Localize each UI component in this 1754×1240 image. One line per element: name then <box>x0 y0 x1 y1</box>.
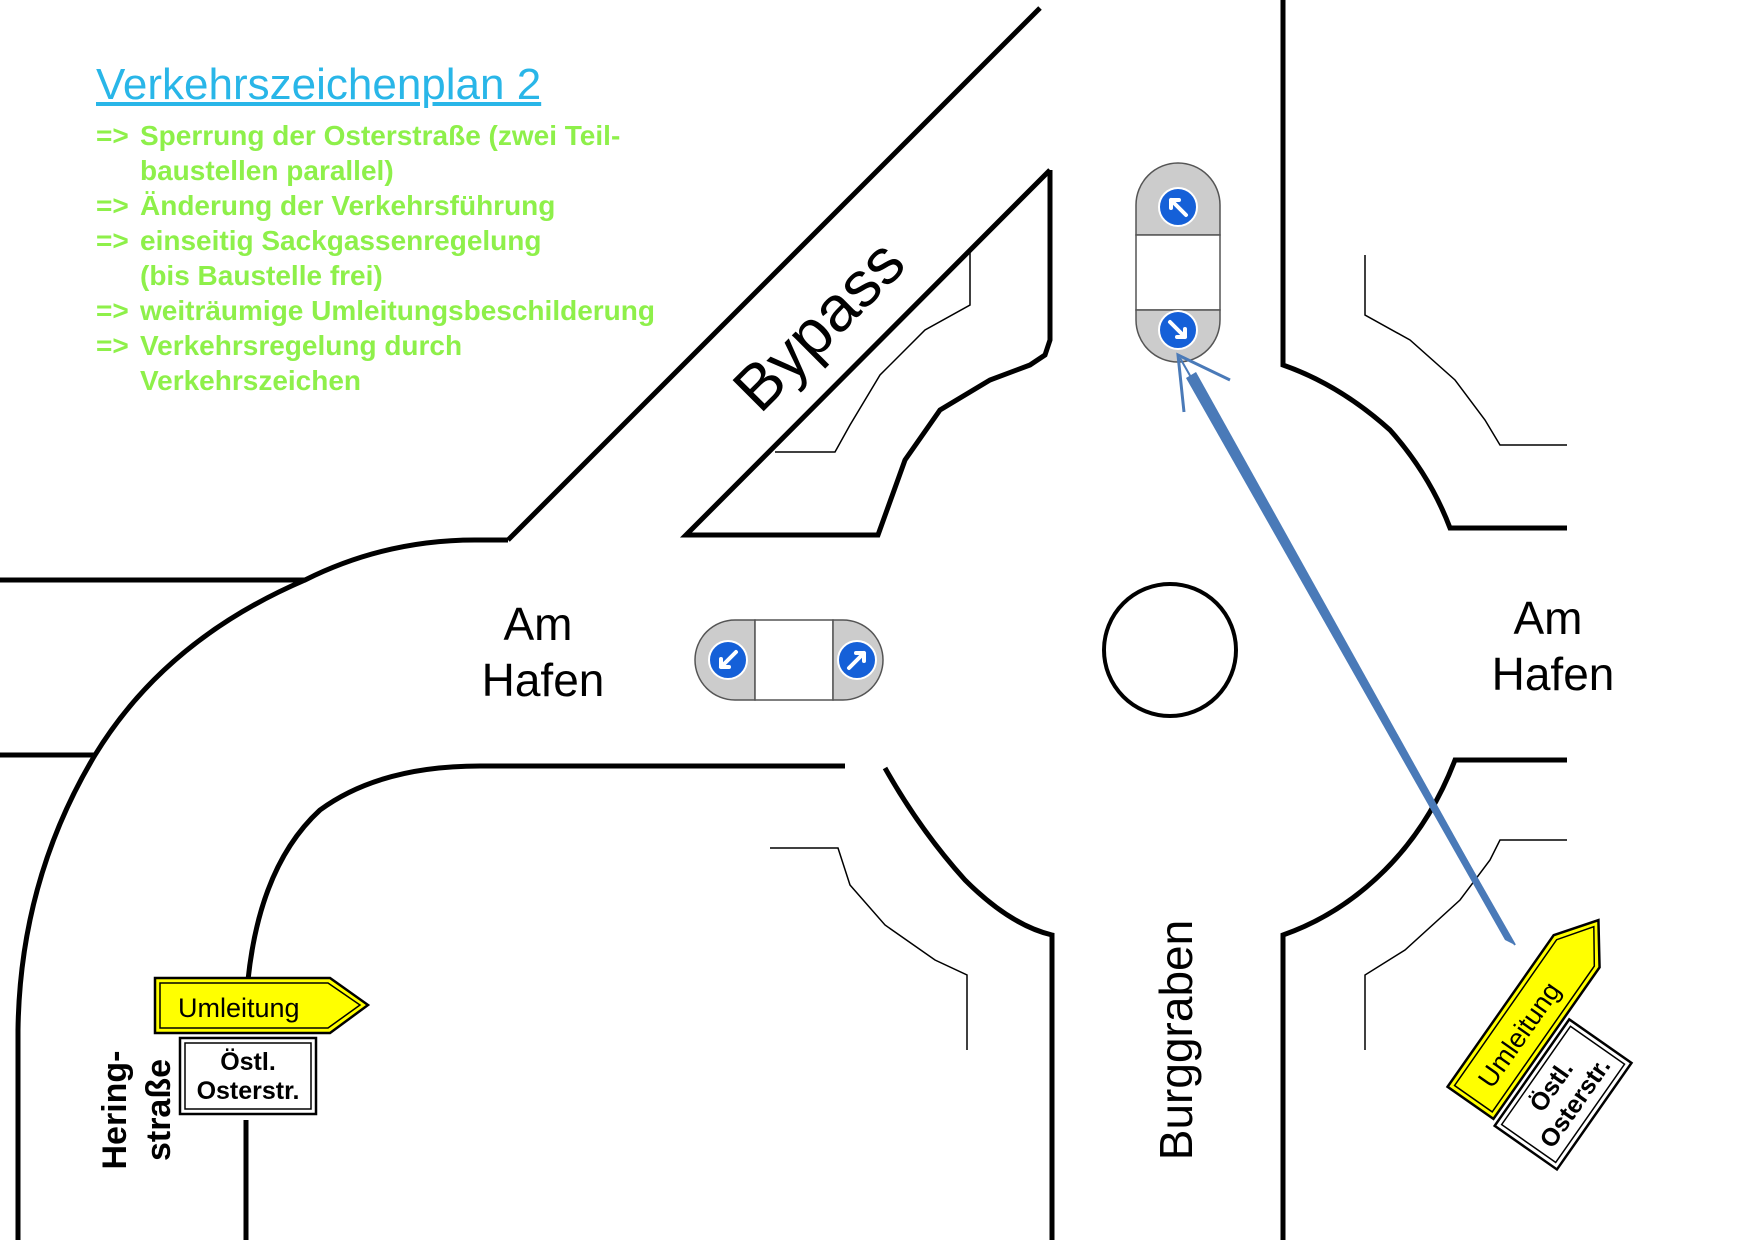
lower-right-inner-curb <box>1364 839 1567 1050</box>
detour-sign-west: Umleitung Östl. Osterstr. <box>153 976 371 1116</box>
legend-marker: => <box>96 225 129 256</box>
legend-text: baustellen parallel) <box>140 155 394 186</box>
legend-item-continued: (bis Baustelle frei) <box>96 258 655 293</box>
legend-item: => Sperrung der Osterstraße (zwei Teil- <box>96 118 655 153</box>
bypass-edge-inner <box>679 168 1053 538</box>
street-name-am-hafen-west-line2: Hafen <box>482 654 605 706</box>
legend-text: Sperrung der Osterstraße (zwei Teil- <box>140 120 621 151</box>
street-name-am-hafen-east-line1: Am <box>1514 592 1583 644</box>
upper-right-inner-curb <box>1364 255 1567 446</box>
street-name-burggraben: Burggraben <box>1150 920 1202 1160</box>
legend: Verkehrszeichenplan 2 => Sperrung der Ost… <box>96 60 655 398</box>
legend-marker: => <box>96 330 129 361</box>
route-arrow-icon <box>1176 352 1516 946</box>
legend-item: => weiträumige Umleitungsbeschilderung <box>96 293 655 328</box>
legend-text: Verkehrsregelung durch <box>140 330 463 361</box>
burggraben-east-edge <box>1280 757 1567 1240</box>
legend-item-continued: Verkehrszeichen <box>96 363 655 398</box>
street-name-heringstrasse-line1: Hering- <box>96 1051 134 1170</box>
upper-right-edge <box>1280 0 1567 531</box>
street-name-am-hafen-west-line1: Am <box>504 598 573 650</box>
keep-right-sign-icon <box>837 640 877 680</box>
traffic-island-west <box>694 619 884 701</box>
burggraben-west-edge <box>882 766 1055 1240</box>
keep-left-sign-icon <box>1158 187 1198 227</box>
legend-item: => einseitig Sackgassenregelung <box>96 223 655 258</box>
keep-right-sign-icon <box>1158 310 1198 350</box>
legend-title: Verkehrszeichenplan 2 <box>96 60 542 109</box>
legend-text: Änderung der Verkehrsführung <box>140 190 556 221</box>
detour-target-line1: Östl. <box>220 1047 276 1076</box>
street-name-am-hafen-east-line2: Hafen <box>1492 648 1615 700</box>
legend-text: weiträumige Umleitungsbeschilderung <box>140 295 655 326</box>
legend-marker: => <box>96 190 129 221</box>
street-name-bypass: Bypass <box>719 226 918 425</box>
bypass-edge-outer <box>506 6 1042 542</box>
legend-text: (bis Baustelle frei) <box>140 260 383 291</box>
legend-item-continued: baustellen parallel) <box>96 153 655 188</box>
legend-item: => Änderung der Verkehrsführung <box>96 188 655 223</box>
detour-sign-east: Umleitung Östl. Osterstr. <box>1445 918 1634 1172</box>
roundabout-island <box>1102 582 1238 718</box>
detour-sign-label: Umleitung <box>178 993 300 1023</box>
traffic-island-north <box>1135 162 1221 363</box>
legend-marker: => <box>96 295 129 326</box>
legend-text: einseitig Sackgassenregelung <box>140 225 542 256</box>
am-hafen-west-upper-edge <box>0 537 508 583</box>
lower-left-inner-curb <box>770 847 968 1050</box>
am-hafen-west-lower-edge <box>245 763 845 981</box>
legend-marker: => <box>96 120 129 151</box>
street-name-heringstrasse-line2: straße <box>140 1059 178 1161</box>
legend-text: Verkehrszeichen <box>140 365 362 396</box>
bypass-inner-curb <box>775 252 971 453</box>
legend-item: => Verkehrsregelung durch <box>96 328 655 363</box>
detour-target-line2: Osterstr. <box>197 1077 300 1105</box>
keep-left-sign-icon <box>708 640 748 680</box>
